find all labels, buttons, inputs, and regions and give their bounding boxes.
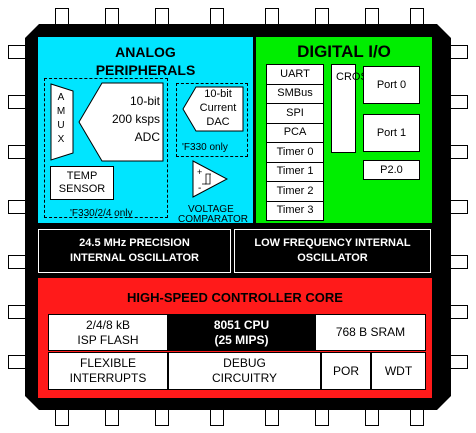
amux-letter-a: A <box>57 92 65 103</box>
port1-box: Port 1 <box>363 114 420 152</box>
pin-left-5 <box>8 255 27 269</box>
digital-title: DIGITAL I/O <box>297 42 391 61</box>
debug-box: DEBUG CIRCUITRY <box>168 352 321 390</box>
peripheral-timer-3: Timer 3 <box>266 200 324 221</box>
precision-oscillator-line2: INTERNAL OSCILLATOR <box>70 252 199 264</box>
temp-sensor-line2: SENSOR <box>58 183 106 195</box>
dac-group-dashed-outline <box>176 83 248 157</box>
sram-box: 768 B SRAM <box>315 314 426 351</box>
lowfreq-oscillator-line1: LOW FREQUENCY INTERNAL <box>254 237 411 249</box>
temp-sensor-box: TEMP SENSOR <box>50 166 114 200</box>
pin-bottom-2 <box>105 408 119 426</box>
pin-top-7 <box>365 8 379 26</box>
pin-left-7 <box>8 355 27 369</box>
pin-bottom-6 <box>315 408 329 426</box>
flash-line2: ISP FLASH <box>77 332 139 347</box>
svg-text:+: + <box>197 167 202 177</box>
wdt-label: WDT <box>384 363 413 378</box>
pin-right-2 <box>449 95 468 109</box>
core-title: HIGH-SPEED CONTROLLER CORE <box>127 290 343 305</box>
debug-line1: DEBUG <box>223 356 266 370</box>
peripheral-uart: UART <box>266 64 324 85</box>
por-label: POR <box>332 363 359 378</box>
precision-oscillator-box: 24.5 MHz PRECISION INTERNAL OSCILLATOR <box>38 229 231 273</box>
lowfreq-oscillator-box: LOW FREQUENCY INTERNAL OSCILLATOR <box>234 229 431 273</box>
dac-line1: 10-bit <box>204 88 232 100</box>
interrupts-line2: INTERRUPTS <box>69 371 147 385</box>
pin-top-8 <box>410 8 424 26</box>
adc-line1: 10-bit <box>129 94 160 108</box>
pin-top-5 <box>265 8 279 26</box>
port0-label: Port 0 <box>376 78 407 91</box>
comparator-label-line2: COMPARATOR <box>178 214 249 225</box>
flash-box: 2/4/8 kB ISP FLASH <box>48 314 168 351</box>
pin-bottom-4 <box>210 408 224 426</box>
pin-top-3 <box>155 8 169 26</box>
pin-bottom-1 <box>55 408 69 426</box>
crossbar-box: CROSSBAR <box>331 64 398 153</box>
lowfreq-oscillator-line2: OSCILLATOR <box>297 252 368 264</box>
interrupts-box: FLEXIBLE INTERRUPTS <box>48 352 168 390</box>
dac-line3: DAC <box>206 116 230 128</box>
pin-right-7 <box>449 355 468 369</box>
adc-group-note: 'F330/2/4 only <box>70 208 133 219</box>
adc-line3: ADC <box>134 130 160 144</box>
peripheral-timer-1: Timer 1 <box>266 161 324 182</box>
dac-line2: Current <box>199 102 237 114</box>
pin-top-4 <box>210 8 224 26</box>
pin-left-4 <box>8 200 27 214</box>
pin-left-1 <box>8 45 27 59</box>
pin-left-3 <box>8 145 27 159</box>
pin-right-5 <box>449 255 468 269</box>
svg-text:-: - <box>198 183 201 194</box>
port0-box: Port 0 <box>363 66 420 104</box>
comparator-label-line1: VOLTAGE <box>188 204 234 215</box>
adc-line2: 200 ksps <box>111 112 160 126</box>
peripheral-pca: PCA <box>266 122 324 143</box>
flash-line1: 2/4/8 kB <box>85 317 131 332</box>
amux-letter-x: X <box>57 134 65 145</box>
peripheral-timer-2: Timer 2 <box>266 181 324 202</box>
pin-right-3 <box>449 145 468 159</box>
adc-shape <box>78 82 164 162</box>
pin-left-6 <box>8 305 27 319</box>
pin-right-6 <box>449 305 468 319</box>
port1-label: Port 1 <box>376 126 407 139</box>
pin-top-1 <box>55 8 69 26</box>
precision-oscillator-line1: 24.5 MHz PRECISION <box>79 237 190 249</box>
pin-right-4 <box>449 200 468 214</box>
dac-shape <box>182 86 244 132</box>
pin-top-6 <box>315 8 329 26</box>
temp-sensor-line1: TEMP <box>66 170 98 182</box>
p20-box: P2.0 <box>363 160 420 180</box>
analog-title-line1: ANALOG <box>115 44 176 60</box>
pin-right-1 <box>449 45 468 59</box>
wdt-box: WDT <box>371 352 426 390</box>
comparator-symbol: + - <box>192 160 228 198</box>
debug-line2: CIRCUITRY <box>211 371 278 385</box>
pin-top-2 <box>105 8 119 26</box>
peripheral-timer-0: Timer 0 <box>266 142 324 163</box>
pin-bottom-7 <box>365 408 379 426</box>
analog-title-line2: PERIPHERALS <box>95 62 196 78</box>
sram-label: 768 B SRAM <box>335 325 406 339</box>
peripheral-smbus: SMBus <box>266 83 324 104</box>
por-box: POR <box>321 352 371 390</box>
cpu-line1: 8051 CPU <box>213 317 270 332</box>
pin-left-2 <box>8 95 27 109</box>
p20-label: P2.0 <box>380 163 403 176</box>
pin-bottom-3 <box>155 408 169 426</box>
amux-letter-u: U <box>57 120 65 131</box>
adc-group-dashed-outline <box>44 78 168 218</box>
dac-note: 'F330 only <box>182 142 228 153</box>
pin-bottom-5 <box>265 408 279 426</box>
peripheral-spi: SPI <box>266 103 324 124</box>
amux-shape <box>50 83 74 161</box>
cpu-box: 8051 CPU (25 MIPS) <box>168 314 315 351</box>
pin-bottom-8 <box>410 408 424 426</box>
amux-letter-m: M <box>56 106 66 117</box>
cpu-line2: (25 MIPS) <box>214 332 269 347</box>
interrupts-line1: FLEXIBLE <box>79 356 137 370</box>
